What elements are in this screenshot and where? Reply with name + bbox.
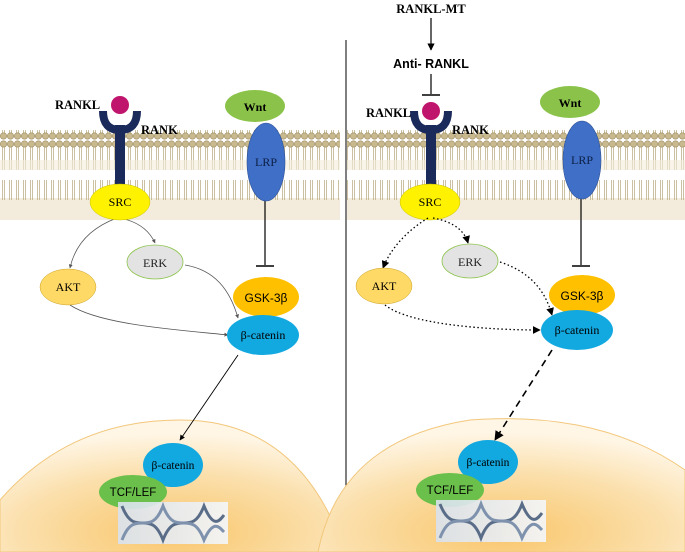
left-nuclear-betacatenin-node xyxy=(143,443,203,487)
right-erk-label: ERK xyxy=(458,255,482,269)
right-arrow-erk-betacatenin xyxy=(499,261,554,316)
anti-rankl-label: Anti- RANKL xyxy=(393,57,469,71)
left-arrow-betacatenin-nucleus xyxy=(179,354,239,441)
right-erk-node xyxy=(441,243,499,279)
right-panel: RANKL-MT Anti- RANKL RANKL RANK SRC Wnt … xyxy=(317,2,685,552)
right-rank-stalk xyxy=(426,125,436,190)
left-wnt-node xyxy=(225,90,285,122)
right-akt-label: AKT xyxy=(372,279,397,293)
right-wnt-label: Wnt xyxy=(559,96,582,110)
left-rank-stalk xyxy=(115,125,125,190)
right-akt-node xyxy=(355,267,413,305)
left-rank-label: RANK xyxy=(141,123,178,137)
right-betacatenin-label: β-catenin xyxy=(555,323,600,337)
right-cytoplasm-band xyxy=(347,198,685,220)
right-gsk3b-label: GSK-3β xyxy=(561,289,604,303)
right-lrp-node xyxy=(562,120,602,200)
left-betacatenin-node xyxy=(227,315,299,355)
rankl-mt-label: RANKL-MT xyxy=(396,2,466,16)
left-rank-cup xyxy=(99,110,141,135)
left-src-label: SRC xyxy=(109,195,132,209)
left-tcf-lef-label: TCF/LEF xyxy=(110,487,157,499)
right-arrow-src-erk xyxy=(432,217,470,244)
left-arrow-src-akt xyxy=(68,217,118,269)
left-rankl-label: RANKL xyxy=(55,98,100,112)
right-rankl-ligand xyxy=(422,102,440,120)
left-akt-node xyxy=(39,268,97,306)
right-tcf-lef-node xyxy=(416,473,484,507)
left-lrp-node xyxy=(246,122,286,202)
left-arrow-erk-betacatenin xyxy=(184,264,239,319)
right-gsk3b-node xyxy=(549,275,615,315)
left-panel: RANKL RANK SRC Wnt LRP ERK AKT GSK-3β β-… xyxy=(0,90,346,552)
right-rank-cup xyxy=(410,110,452,135)
left-erk-label: ERK xyxy=(143,256,167,270)
left-rankl-ligand xyxy=(111,96,129,114)
right-src-label: SRC xyxy=(419,195,442,209)
right-tcf-lef-label: TCF/LEF xyxy=(427,485,474,497)
right-nucleus xyxy=(317,418,685,552)
left-dna-helix xyxy=(118,501,228,545)
left-gsk3b-node xyxy=(233,277,299,317)
right-betacatenin-node xyxy=(541,310,613,350)
right-arrow-betacatenin-nucleus xyxy=(494,349,553,441)
right-nuclear-betacatenin-node xyxy=(458,440,518,484)
left-cytoplasm-band xyxy=(0,198,340,220)
left-akt-label: AKT xyxy=(56,280,81,294)
right-wnt-node xyxy=(540,86,600,118)
left-gsk3b-label: GSK-3β xyxy=(245,291,288,305)
left-arrow-akt-betacatenin xyxy=(69,304,229,337)
left-lrp-label: LRP xyxy=(255,155,277,169)
left-wnt-label: Wnt xyxy=(244,100,267,114)
left-tcf-lef-node xyxy=(99,475,167,509)
right-lrp-label: LRP xyxy=(571,153,593,167)
right-rankl-label: RANKL xyxy=(366,106,411,120)
left-arrow-src-erk xyxy=(119,217,156,244)
left-betacatenin-label: β-catenin xyxy=(241,328,286,342)
right-nuclear-betacatenin-label: β-catenin xyxy=(467,457,510,469)
right-arrow-src-akt xyxy=(381,217,429,269)
left-src-node xyxy=(89,183,151,221)
right-dna-helix xyxy=(436,499,546,543)
left-erk-node xyxy=(126,244,184,280)
right-rank-label: RANK xyxy=(452,123,489,137)
right-arrow-akt-betacatenin xyxy=(384,304,541,334)
left-nuclear-betacatenin-label: β-catenin xyxy=(152,460,195,472)
right-src-node xyxy=(399,183,461,221)
